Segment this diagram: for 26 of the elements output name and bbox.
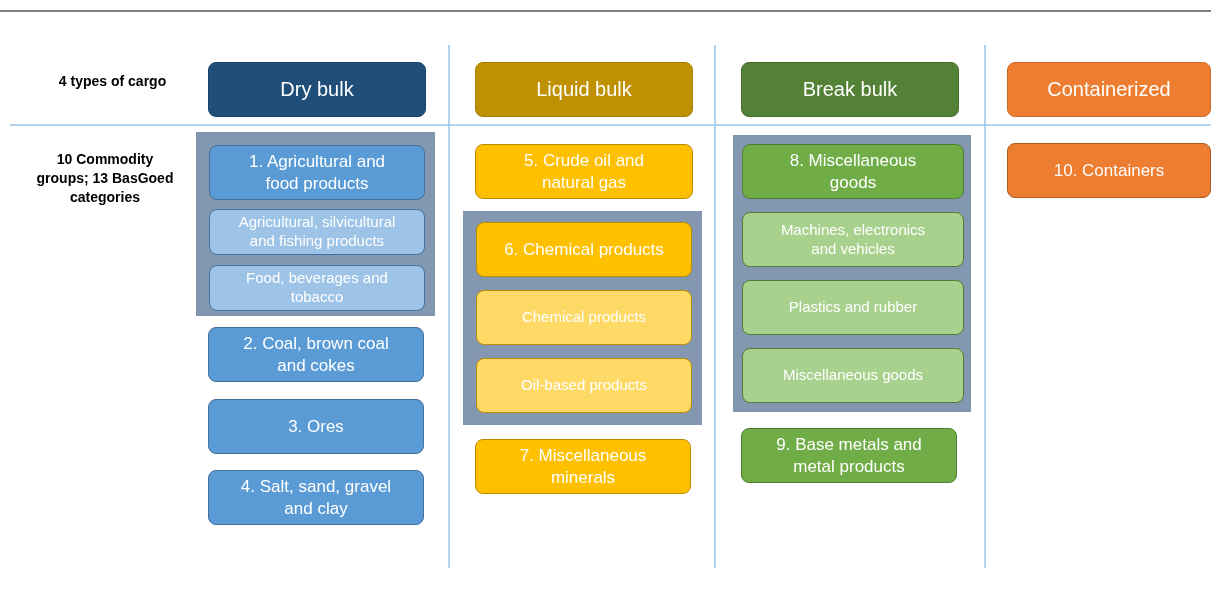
type-header-box: Dry bulk <box>208 62 426 117</box>
category-box: Food, beverages and tobacco <box>209 265 425 311</box>
group-panel <box>733 135 971 412</box>
group-box: 1. Agricultural and food products <box>209 145 425 200</box>
group-box: 7. Miscellaneous minerals <box>475 439 691 494</box>
category-box: Oil-based products <box>476 358 692 413</box>
group-box: 4. Salt, sand, gravel and clay <box>208 470 424 525</box>
group-box: 6. Chemical products <box>476 222 692 277</box>
group-box: 3. Ores <box>208 399 424 454</box>
category-box: Plastics and rubber <box>742 280 964 335</box>
category-box: Chemical products <box>476 290 692 345</box>
group-panel <box>196 132 435 316</box>
group-panel <box>463 211 702 425</box>
group-box: 5. Crude oil and natural gas <box>475 144 693 199</box>
row-label: 10 Commodity groups; 13 BasGoed categories <box>35 150 175 207</box>
type-header-box: Containerized <box>1007 62 1211 117</box>
type-header-box: Break bulk <box>741 62 959 117</box>
category-box: Agricultural, silvicultural and fishing products <box>209 209 425 255</box>
group-box: 9. Base metals and metal products <box>741 428 957 483</box>
category-box: Miscellaneous goods <box>742 348 964 403</box>
group-box: 2. Coal, brown coal and cokes <box>208 327 424 382</box>
group-box: 8. Miscellaneous goods <box>742 144 964 199</box>
type-header-box: Liquid bulk <box>475 62 693 117</box>
category-box: Machines, electronics and vehicles <box>742 212 964 267</box>
row-label: 4 types of cargo <box>57 72 168 91</box>
group-box: 10. Containers <box>1007 143 1211 198</box>
